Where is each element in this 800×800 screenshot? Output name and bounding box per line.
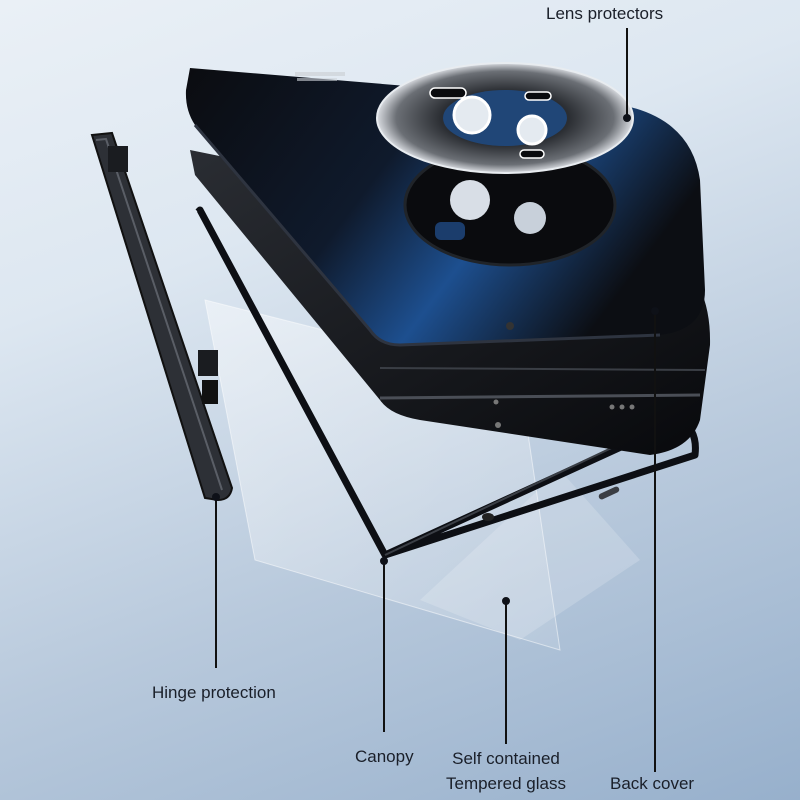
hinge-protection-anchor-dot bbox=[212, 493, 220, 501]
canopy-anchor-dot bbox=[380, 557, 388, 565]
back-cover-anchor-dot bbox=[651, 307, 659, 315]
lens-protectors-label: Lens protectors bbox=[546, 4, 664, 23]
hinge-protection-leader-line bbox=[215, 496, 217, 668]
tempered-glass-label-line1: Self contained bbox=[452, 749, 560, 768]
hinge-protection-label: Hinge protection bbox=[152, 683, 276, 702]
tempered-glass-label-line2: Tempered glass bbox=[445, 774, 566, 793]
lens-protectors-anchor-dot bbox=[623, 114, 631, 122]
tempered-glass-leader-line bbox=[505, 602, 507, 744]
back-cover-leader-line bbox=[654, 310, 656, 772]
canopy-leader-line bbox=[383, 560, 385, 732]
lens-protector-ring bbox=[376, 62, 634, 174]
tempered-glass-anchor-dot bbox=[502, 597, 510, 605]
lens-protectors-leader-line bbox=[626, 28, 628, 118]
tempered-glass-label: Self contained Tempered glass bbox=[444, 748, 568, 795]
canopy-label: Canopy bbox=[355, 747, 414, 766]
back-cover-label: Back cover bbox=[610, 774, 695, 793]
